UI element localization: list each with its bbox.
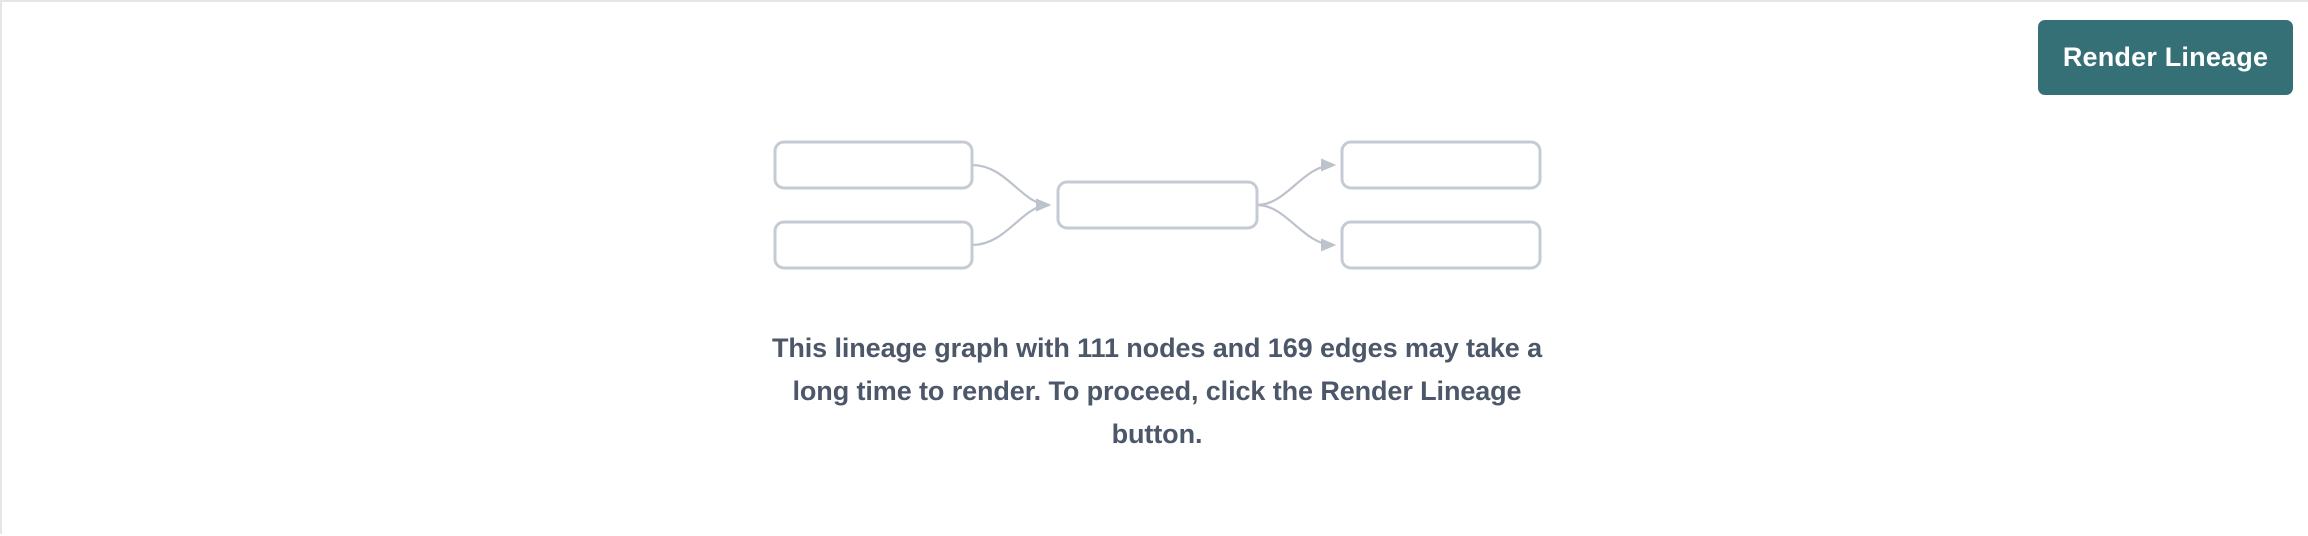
render-lineage-button[interactable]: Render Lineage [2038,20,2293,95]
graph-nodes [773,140,1542,270]
graph-node-center [1056,180,1259,230]
graph-placeholder-svg [773,140,1542,270]
edge-center-to-right-bottom [1256,203,1337,252]
graph-node-right-top [1340,140,1542,190]
graph-edges [971,158,1337,252]
lineage-empty-message: This lineage graph with 111 nodes and 16… [771,333,1542,449]
edge-center-to-right-top [1256,158,1337,207]
edge-left-bottom-to-center [971,198,1052,247]
lineage-graph-placeholder-illustration [757,122,1557,292]
edge-left-top-to-center [971,163,1052,212]
graph-node-left-bottom [773,220,974,270]
graph-node-right-bottom [1340,220,1542,270]
graph-node-left-top [773,140,974,190]
